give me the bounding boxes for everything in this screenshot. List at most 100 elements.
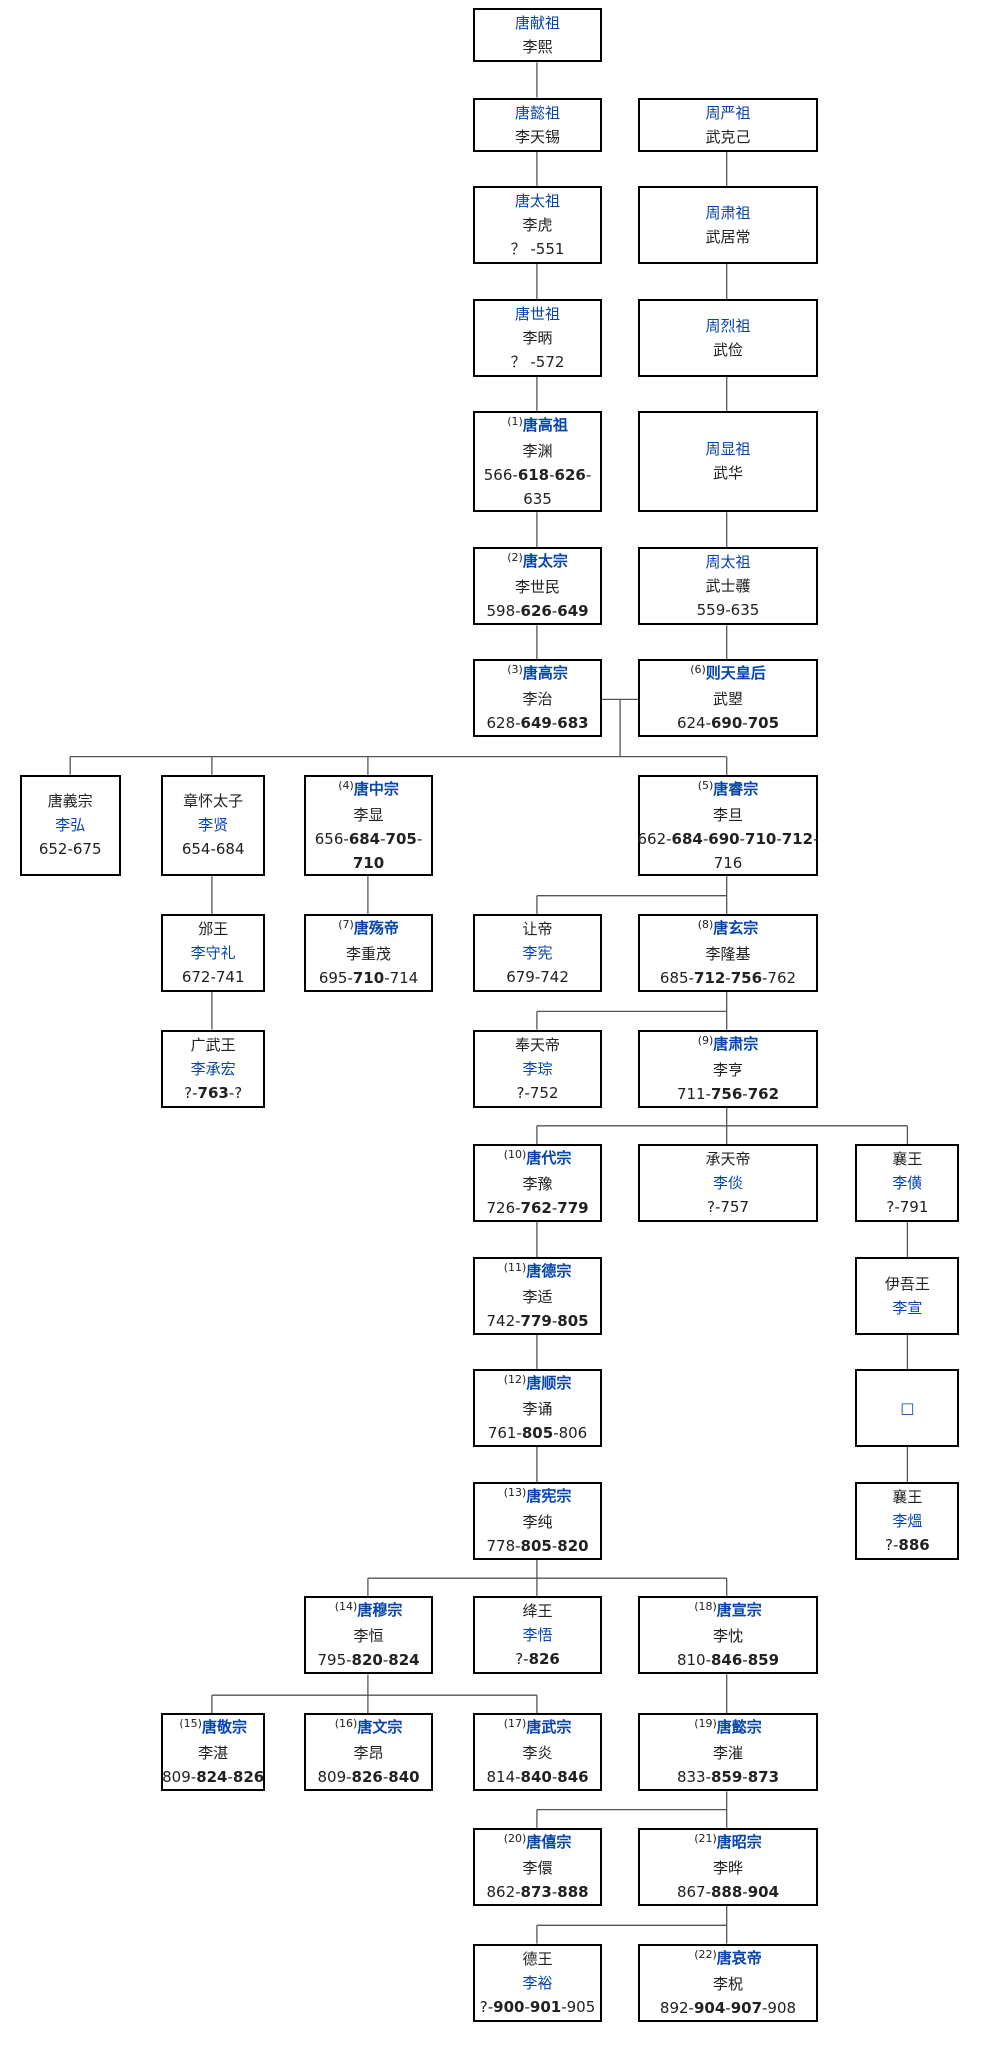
emperor-title-link[interactable]: 唐德宗 xyxy=(526,1262,572,1281)
person-label: 李恒 xyxy=(353,1627,384,1646)
date-part: - xyxy=(742,1768,748,1787)
date-part: 710 xyxy=(352,853,385,872)
person-label: 襄王 xyxy=(892,1488,923,1506)
emperor-title-link[interactable]: 唐敬宗 xyxy=(201,1718,247,1737)
emperor-title-link[interactable]: 唐宣宗 xyxy=(716,1601,762,1620)
date-part: 626 xyxy=(520,602,552,621)
person-label: 李昞 xyxy=(522,329,553,347)
date-part: 683 xyxy=(557,714,589,733)
emperor-title-link[interactable]: 唐高祖 xyxy=(522,415,568,434)
person-link[interactable]: 唐献祖 xyxy=(515,14,561,33)
emperor-title-link[interactable]: 唐穆宗 xyxy=(357,1601,403,1620)
emperor-title-link[interactable]: 唐顺宗 xyxy=(526,1373,572,1392)
date-part: 900 xyxy=(493,1997,525,2016)
person-link[interactable]: 唐懿祖 xyxy=(515,103,561,122)
date-part: -806 xyxy=(553,1423,588,1442)
person-link[interactable]: 唐世祖 xyxy=(515,305,561,323)
person-link[interactable]: 周严祖 xyxy=(705,103,751,122)
person-link[interactable]: 李琮 xyxy=(522,1059,553,1078)
date-part: 685- xyxy=(659,968,694,987)
date-part: - xyxy=(702,829,709,848)
person-link[interactable]: 李僙 xyxy=(892,1174,923,1192)
date-part: 598- xyxy=(486,602,521,621)
dates-text: 814-840-846 xyxy=(486,1765,588,1789)
emperor-title-link[interactable]: 唐代宗 xyxy=(526,1149,572,1167)
date-part: - xyxy=(725,1998,731,2017)
emperor-title-link[interactable]: 唐哀帝 xyxy=(716,1948,762,1967)
person-node-xiangwang1: 襄王李僙?-791 xyxy=(855,1144,960,1222)
dates-text: ?-826 xyxy=(515,1647,560,1671)
reign-order-number: (8) xyxy=(697,917,714,931)
date-part: 820 xyxy=(557,1537,589,1555)
emperor-title-link[interactable]: 唐高宗 xyxy=(522,664,568,683)
reign-order-number: (12) xyxy=(503,1372,527,1386)
person-link[interactable]: 李熅 xyxy=(892,1512,923,1530)
reign-order-number: (17) xyxy=(503,1717,527,1731)
date-part: 888 xyxy=(557,1882,589,1901)
person-link[interactable]: □ xyxy=(900,1398,915,1417)
emperor-title-link[interactable]: 唐睿宗 xyxy=(713,779,759,798)
emperor-title-link[interactable]: 唐昭宗 xyxy=(716,1832,762,1851)
date-part: -908 xyxy=(762,1998,797,2017)
emperor-title-link[interactable]: 唐宪宗 xyxy=(526,1487,572,1505)
emperor-title-link[interactable]: 唐中宗 xyxy=(353,779,399,798)
person-label: 章怀太子 xyxy=(183,792,244,811)
emperor-title-link[interactable]: 唐文宗 xyxy=(357,1718,403,1737)
person-label: 716 xyxy=(713,853,743,872)
person-link[interactable]: 李裕 xyxy=(522,1973,553,1992)
emperor-title-link[interactable]: 唐太宗 xyxy=(522,552,568,571)
person-link[interactable]: 唐太祖 xyxy=(515,191,561,210)
person-node-taizu: 唐太祖李虎？ -551 xyxy=(473,185,602,264)
emperor-title-link[interactable]: 则天皇后 xyxy=(705,664,766,683)
date-part: 756 xyxy=(710,1084,743,1103)
person-label: 李隆基 xyxy=(705,944,751,963)
date-part: 778- xyxy=(486,1537,521,1555)
person-link[interactable]: 周烈祖 xyxy=(705,317,751,335)
date-part: - xyxy=(549,465,555,484)
person-link[interactable]: 李宣 xyxy=(892,1299,923,1318)
person-label: ？ -572 xyxy=(510,353,565,371)
emperor-title-link[interactable]: 唐玄宗 xyxy=(713,918,759,937)
date-part: - xyxy=(227,1768,233,1787)
date-part: - xyxy=(813,829,819,848)
date-part: 840 xyxy=(520,1768,552,1787)
emperor-title-link[interactable]: 唐武宗 xyxy=(526,1718,572,1737)
date-part: - xyxy=(551,1312,558,1331)
person-link[interactable]: 李弘 xyxy=(55,816,86,835)
person-link[interactable]: 周肃祖 xyxy=(705,203,751,222)
emperor-title-link[interactable]: 唐肃宗 xyxy=(713,1034,759,1053)
date-part: - xyxy=(551,602,558,621)
person-link[interactable]: 周太祖 xyxy=(705,553,751,572)
person-link[interactable]: 周显祖 xyxy=(705,440,751,459)
dates-text: 598-626-649 xyxy=(486,599,588,623)
dates-text: 810-846-859 xyxy=(677,1648,779,1672)
person-node-guangwu: 广武王李承宏?-763-? xyxy=(161,1029,266,1108)
reign-order-number: (16) xyxy=(334,1717,358,1731)
date-part: 886 xyxy=(898,1536,930,1554)
emperor-title-link[interactable]: 唐僖宗 xyxy=(526,1832,572,1851)
date-part: 809- xyxy=(317,1768,352,1787)
dates-text: 628-649-683 xyxy=(486,711,588,735)
person-link[interactable]: 李守礼 xyxy=(190,943,236,962)
person-link[interactable]: 李承宏 xyxy=(190,1059,236,1078)
date-part: - xyxy=(382,1768,389,1787)
emperor-title-link[interactable]: 唐懿宗 xyxy=(716,1718,762,1737)
dates-text: 862-873-888 xyxy=(486,1880,588,1904)
date-part: - xyxy=(725,968,731,987)
person-link[interactable]: 李宪 xyxy=(522,943,553,962)
date-part: 904 xyxy=(693,1998,726,2017)
person-link[interactable]: 李倓 xyxy=(712,1174,743,1192)
date-part: - xyxy=(551,1768,558,1787)
emperor-title-link[interactable]: 唐殇帝 xyxy=(353,918,399,937)
person-link[interactable]: 李悟 xyxy=(522,1626,553,1645)
person-link[interactable]: 李贤 xyxy=(198,816,229,835)
person-label: 承天帝 xyxy=(705,1150,751,1168)
reign-order-number: (7) xyxy=(338,917,354,931)
date-part: 710 xyxy=(352,968,385,987)
